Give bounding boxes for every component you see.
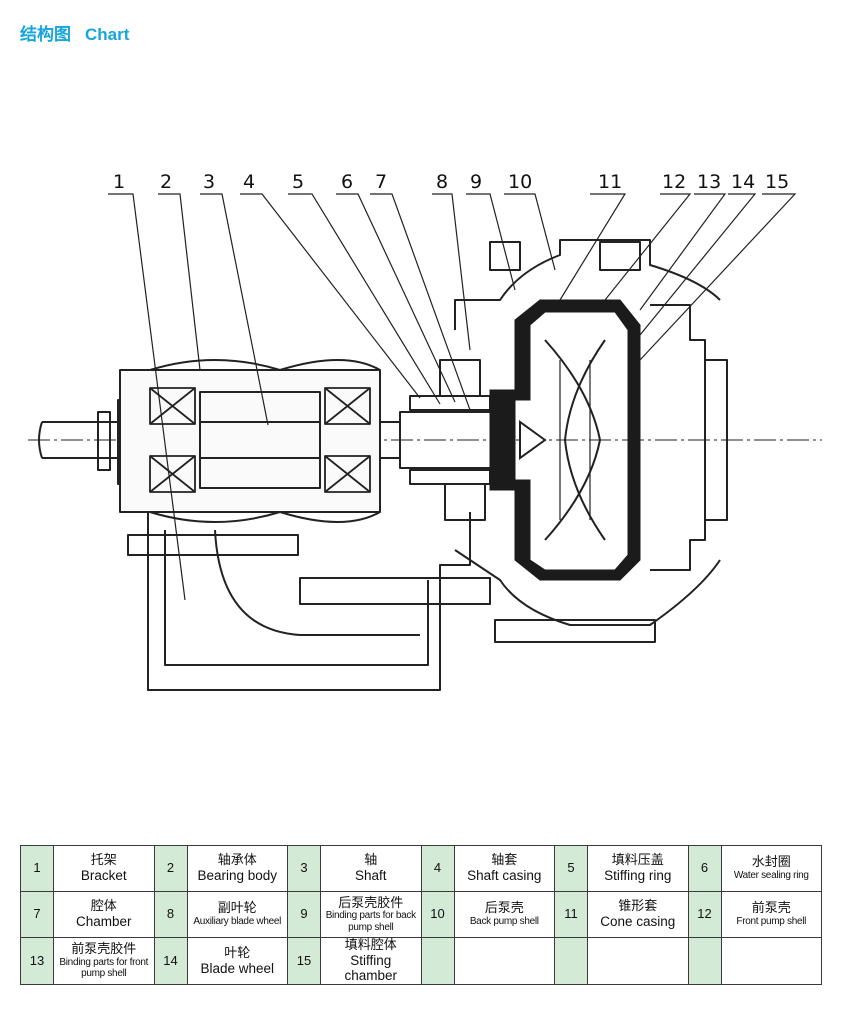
callout-10: 10 xyxy=(508,171,532,193)
legend-num: 1 xyxy=(20,845,54,892)
legend-desc-empty xyxy=(453,937,555,985)
page-title: 结构图 Chart xyxy=(20,20,129,45)
legend-num: 4 xyxy=(420,845,455,892)
legend-num: 9 xyxy=(287,891,321,938)
legend-num-empty xyxy=(420,937,455,985)
callout-14: 14 xyxy=(731,171,755,193)
impeller xyxy=(519,339,606,541)
legend-desc-empty xyxy=(720,937,822,985)
legend-desc-empty xyxy=(587,937,689,985)
legend-num: 7 xyxy=(20,891,54,938)
legend-num: 13 xyxy=(20,937,54,985)
callout-2: 2 xyxy=(160,171,172,193)
rubber-lining xyxy=(489,299,641,581)
title-zh: 结构图 xyxy=(20,25,71,44)
legend-num: 2 xyxy=(153,845,188,892)
legend-num: 12 xyxy=(687,891,722,938)
callout-12: 12 xyxy=(662,171,686,193)
pump-structure-diagram: 1 2 3 4 5 6 7 8 9 10 11 12 13 14 15 xyxy=(28,171,822,691)
callout-3: 3 xyxy=(203,171,215,193)
legend-num: 14 xyxy=(153,937,188,985)
legend-num: 10 xyxy=(420,891,455,938)
callout-11: 11 xyxy=(598,171,622,193)
callout-6: 6 xyxy=(341,171,353,193)
legend-num-empty xyxy=(554,937,588,985)
callout-7: 7 xyxy=(375,171,387,193)
legend-num: 3 xyxy=(287,845,321,892)
legend-num: 11 xyxy=(554,891,588,938)
leader-lines xyxy=(108,193,797,601)
title-en: Chart xyxy=(85,25,130,44)
callout-1: 1 xyxy=(113,171,125,193)
pump-drawing xyxy=(28,239,822,691)
legend-num: 15 xyxy=(287,937,321,985)
legend-num-empty xyxy=(687,937,722,985)
callout-8: 8 xyxy=(436,171,448,193)
callout-4: 4 xyxy=(243,171,255,193)
callout-numbers: 1 2 3 4 5 6 7 8 9 10 11 12 13 14 15 xyxy=(113,171,789,193)
callout-9: 9 xyxy=(470,171,482,193)
legend-num: 5 xyxy=(554,845,588,892)
callout-13: 13 xyxy=(697,171,721,193)
legend-num: 6 xyxy=(687,845,722,892)
callout-15: 15 xyxy=(765,171,789,193)
legend-num: 8 xyxy=(153,891,188,938)
callout-5: 5 xyxy=(292,171,304,193)
